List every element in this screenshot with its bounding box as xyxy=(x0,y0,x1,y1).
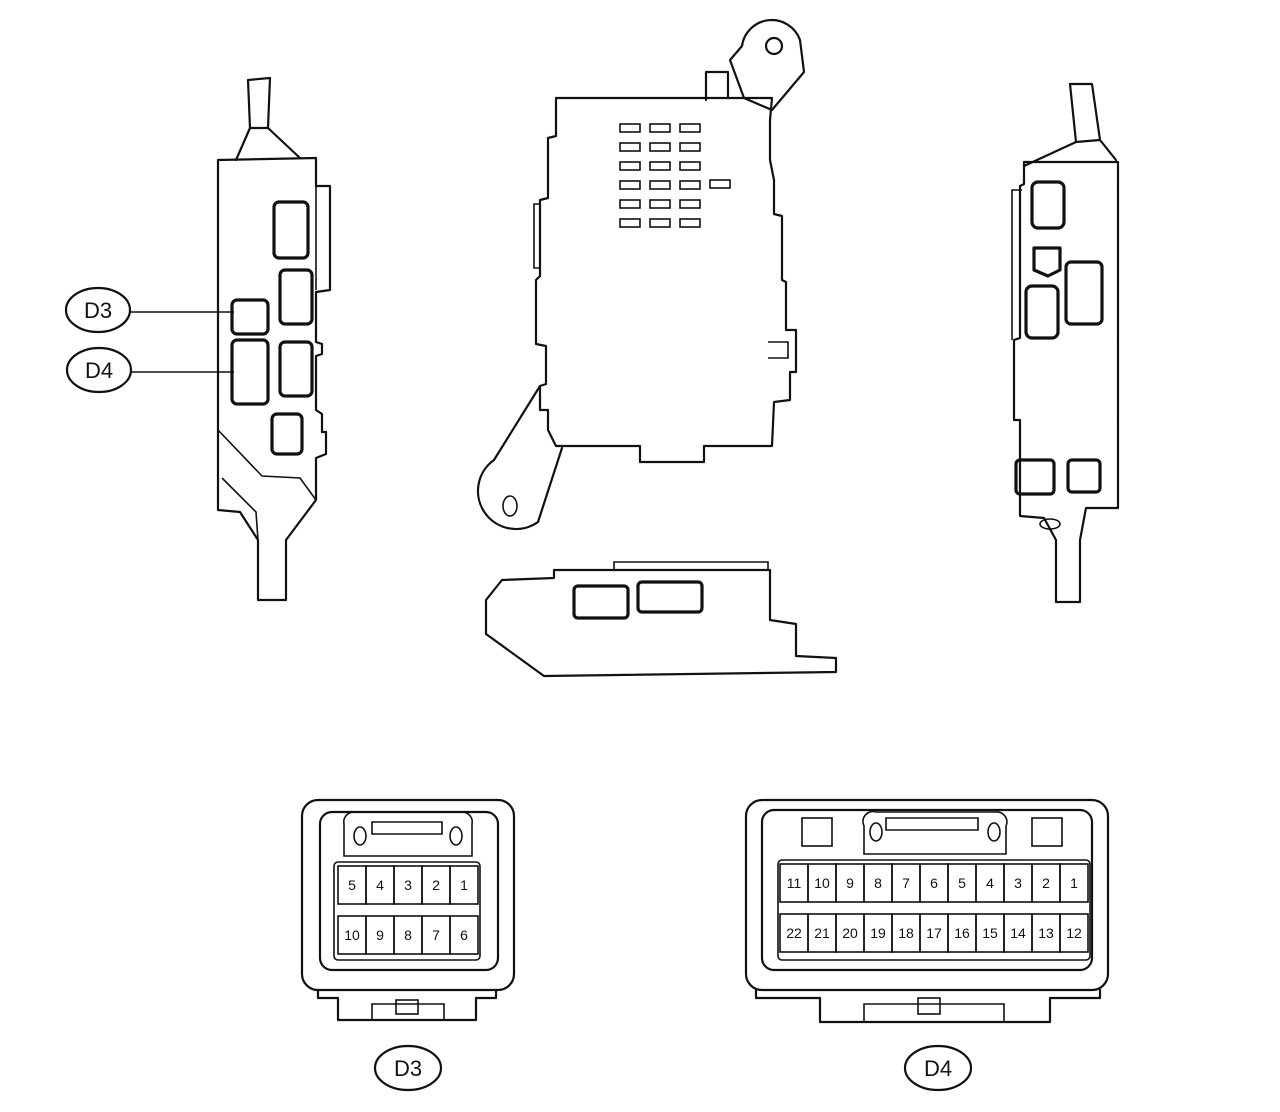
vent-slot xyxy=(619,161,641,171)
callout-d4: D4 xyxy=(65,346,234,394)
pin-number: 10 xyxy=(814,875,830,891)
pin-number: 6 xyxy=(930,875,938,891)
vent-slot xyxy=(619,142,641,152)
vent-slot xyxy=(679,180,701,190)
d4-location xyxy=(230,338,270,406)
pin-cell xyxy=(1059,913,1089,953)
pin-number: 1 xyxy=(460,877,468,893)
pin-number: 22 xyxy=(786,925,802,941)
pin-number: 10 xyxy=(344,927,360,943)
pin-number: 8 xyxy=(404,927,412,943)
pin-number: 12 xyxy=(1066,925,1082,941)
callout-d4-label: D4 xyxy=(85,358,113,383)
pin-number: 17 xyxy=(926,925,942,941)
pin-number: 5 xyxy=(348,877,356,893)
vent-slot xyxy=(679,142,701,152)
pin-number: 14 xyxy=(1010,925,1026,941)
pin-number: 2 xyxy=(432,877,440,893)
vent-slot xyxy=(649,161,671,171)
caption-d4-label: D4 xyxy=(924,1056,952,1081)
pin-number: 4 xyxy=(986,875,994,891)
vent-slot xyxy=(709,179,731,189)
vent-grid xyxy=(619,123,731,228)
vent-slot xyxy=(619,180,641,190)
pin-number: 6 xyxy=(460,927,468,943)
pin-number: 11 xyxy=(787,875,802,891)
pin-number: 18 xyxy=(898,925,914,941)
vent-slot xyxy=(619,218,641,228)
pin-number: 20 xyxy=(842,925,858,941)
pin-number: 19 xyxy=(870,925,886,941)
pin-number: 2 xyxy=(1042,875,1050,891)
d3-location xyxy=(230,298,270,336)
vent-slot xyxy=(649,218,671,228)
vent-slot xyxy=(619,123,641,133)
front-view xyxy=(476,18,806,531)
pin-number: 8 xyxy=(874,875,882,891)
caption-d3-label: D3 xyxy=(394,1056,422,1081)
right-side-view xyxy=(1011,82,1120,604)
caption-d4: D4 xyxy=(903,1044,973,1092)
d3-pin-grid: 5 4 3 2 1 10 9 8 7 6 xyxy=(337,865,479,955)
pin-number: 9 xyxy=(846,875,854,891)
pin-number: 5 xyxy=(958,875,966,891)
pin-number: 21 xyxy=(814,925,830,941)
vent-slot xyxy=(679,218,701,228)
pin-number: 9 xyxy=(376,927,384,943)
vent-slot xyxy=(649,199,671,209)
pin-number: 7 xyxy=(432,927,440,943)
pin-number: 7 xyxy=(902,875,910,891)
vent-slot xyxy=(619,199,641,209)
left-side-view xyxy=(216,76,332,602)
pin-number: 1 xyxy=(1070,875,1078,891)
pin-number: 4 xyxy=(376,877,384,893)
vent-slot xyxy=(679,199,701,209)
callout-d3-label: D3 xyxy=(84,298,112,323)
pin-number: 3 xyxy=(404,877,412,893)
pin-cell xyxy=(1059,863,1089,903)
callout-d3: D3 xyxy=(64,286,234,334)
pin-cell xyxy=(449,865,479,905)
bottom-view xyxy=(484,561,838,678)
vent-slot xyxy=(649,142,671,152)
vent-slot xyxy=(649,123,671,133)
connector-d3: 5 4 3 2 1 10 9 8 7 6 xyxy=(300,798,516,1022)
caption-d3: D3 xyxy=(373,1044,443,1092)
pin-number: 15 xyxy=(982,925,998,941)
pin-cell xyxy=(449,915,479,955)
vent-slot xyxy=(679,123,701,133)
vent-slot xyxy=(649,180,671,190)
pin-number: 16 xyxy=(954,925,970,941)
pin-number: 13 xyxy=(1038,925,1054,941)
vent-slot xyxy=(679,161,701,171)
pin-number: 3 xyxy=(1014,875,1022,891)
